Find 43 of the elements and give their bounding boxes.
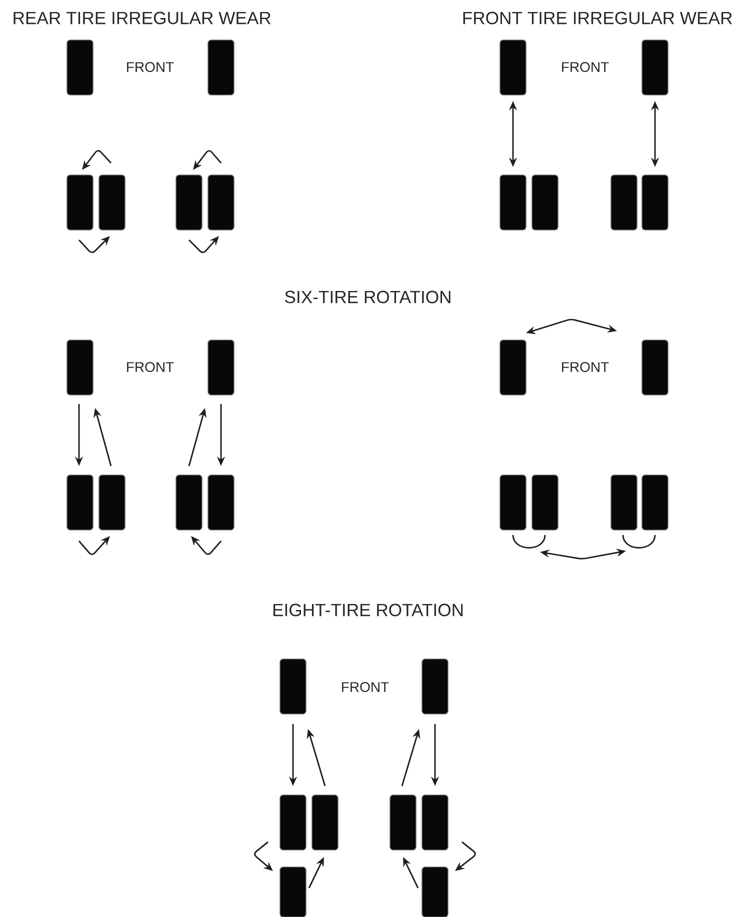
tire <box>280 794 306 850</box>
tire <box>500 174 526 230</box>
tire <box>390 794 416 850</box>
tire <box>208 174 234 230</box>
tire <box>500 474 526 530</box>
tire <box>610 474 638 530</box>
tire <box>500 340 526 396</box>
tire <box>66 474 94 530</box>
heading: REAR TIRE IRREGULAR WEAR <box>14 12 271 24</box>
tire <box>208 40 234 96</box>
tire <box>532 174 558 230</box>
front-label: FRONT <box>562 362 609 372</box>
heading: EIGHT-TIRE ROTATION <box>273 604 463 616</box>
tire <box>642 174 668 230</box>
tire <box>66 340 94 396</box>
connector <box>622 534 656 548</box>
tire <box>66 40 94 96</box>
tire <box>176 474 202 530</box>
tire <box>642 340 668 396</box>
heading: FRONT TIRE IRREGULAR WEAR <box>463 12 732 24</box>
tire <box>98 474 126 530</box>
tire <box>500 40 526 96</box>
tire <box>98 174 126 230</box>
heading: SIX-TIRE ROTATION <box>285 290 450 304</box>
tire <box>422 658 448 714</box>
tire <box>208 474 234 530</box>
front-label: FRONT <box>127 62 174 72</box>
connector <box>512 534 546 548</box>
tire <box>642 474 668 530</box>
tire <box>280 658 306 714</box>
tire <box>312 794 338 850</box>
tire <box>280 866 306 917</box>
tire <box>208 340 234 396</box>
tire <box>422 794 448 850</box>
tire <box>532 474 558 530</box>
tire <box>610 174 638 230</box>
front-label: FRONT <box>342 682 389 692</box>
front-label: FRONT <box>562 62 609 72</box>
tire <box>422 866 448 917</box>
tire <box>66 174 94 230</box>
tire <box>642 40 668 96</box>
front-label: FRONT <box>127 362 174 372</box>
tire <box>176 174 202 230</box>
